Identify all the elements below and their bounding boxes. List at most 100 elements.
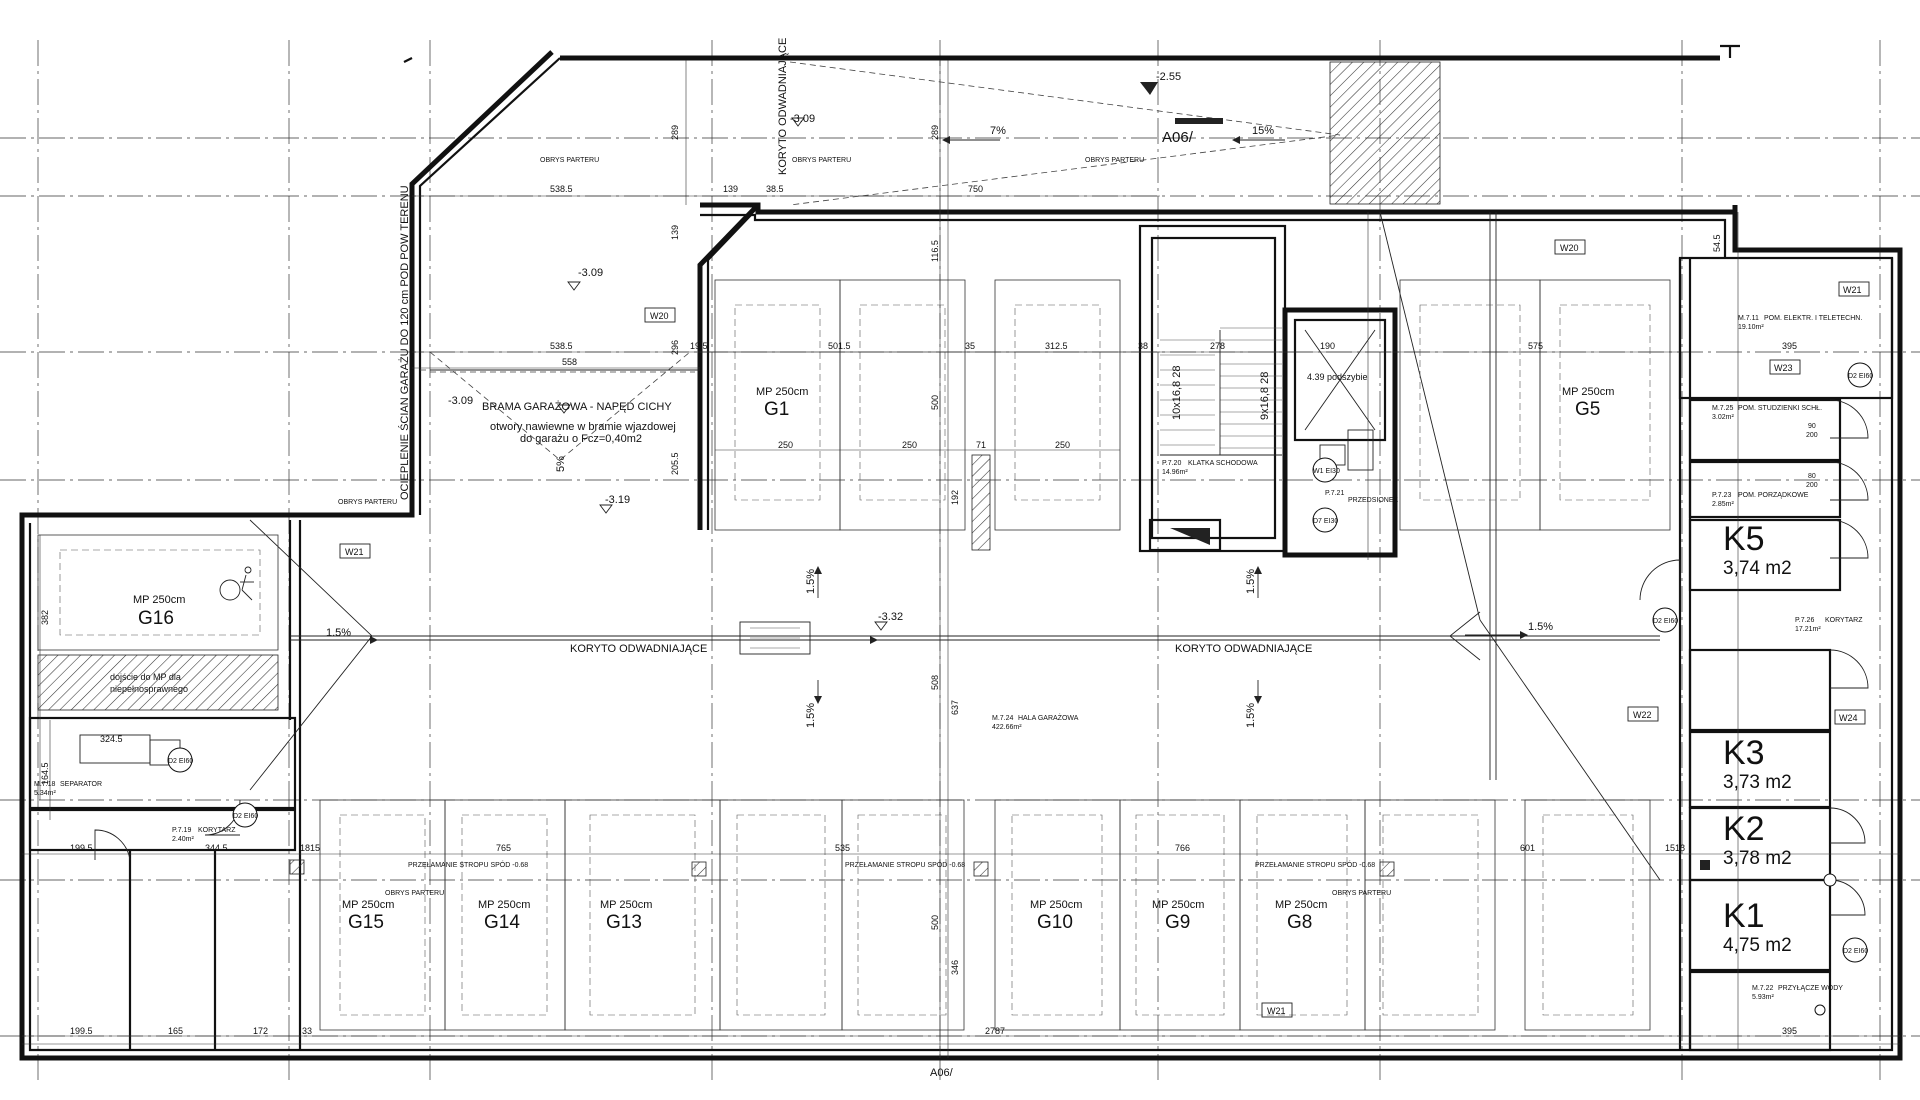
cellar-area: 3,74 m2 xyxy=(1723,558,1792,579)
section-mark-top: A06/ xyxy=(1162,129,1194,146)
dim: 33 xyxy=(302,1026,312,1036)
lift-pit-label: 4.39 podszybie xyxy=(1307,372,1368,382)
bay-size: MP 250cm xyxy=(342,899,394,911)
technical-rooms xyxy=(1639,256,1894,1052)
room-area: 19.10m² xyxy=(1738,324,1764,331)
bay-size: MP 250cm xyxy=(478,899,530,911)
wall-tag: W21 xyxy=(1843,285,1862,295)
dim: 165 xyxy=(168,1026,183,1036)
slab-break-label: PRZEŁAMANIE STROPU SPÓD -0.68 xyxy=(1255,860,1375,869)
wheelchair-icon xyxy=(219,566,254,601)
vent-openings-2: do garażu o Fcz=0,40m2 xyxy=(520,433,642,445)
bay-size: MP 250cm xyxy=(600,899,652,911)
bay-id: G1 xyxy=(764,399,789,420)
dim: 164.5 xyxy=(40,762,50,785)
exterior-walls xyxy=(19,44,1903,1061)
parking-bays xyxy=(37,279,1671,1031)
bay-id: G10 xyxy=(1037,912,1073,933)
bay-size: MP 250cm xyxy=(1275,899,1327,911)
door-tag: D2 EI60 xyxy=(1843,948,1868,955)
room-name: KORYTARZ xyxy=(198,827,236,834)
level-mark: -3.19 xyxy=(605,494,630,506)
dim: 296 xyxy=(670,340,680,355)
outline-label: OBRYS PARTERU xyxy=(385,890,444,897)
ramp-markings xyxy=(420,61,1341,461)
dim: 538.5 xyxy=(550,184,573,194)
accessible-access-2: niepełnosprawnego xyxy=(110,684,188,694)
door-tag: D2 EI60 xyxy=(1848,373,1873,380)
door-tag: D7 EI30 xyxy=(1313,518,1338,525)
door-tags xyxy=(167,362,1873,1016)
room-code: M.7.18 xyxy=(34,781,56,788)
dim: 1518 xyxy=(1665,843,1685,853)
wall-tag: W22 xyxy=(1633,710,1652,720)
koryto-label-right: KORYTO ODWADNIAJĄCE xyxy=(1175,643,1312,655)
stair-spec: 9x16,8 28 xyxy=(1259,372,1271,420)
dim: 205.5 xyxy=(670,452,680,475)
dim: 344.5 xyxy=(205,843,228,853)
room-name: SEPARATOR xyxy=(60,781,102,788)
dim: 172 xyxy=(253,1026,268,1036)
insulation-note: OCIEPLENIE ŚCIAN GARAŻU DO 120 cm POD PO… xyxy=(398,185,411,500)
slope-arrows xyxy=(320,82,1528,704)
koryto-label-left: KORYTO ODWADNIAJĄCE xyxy=(570,643,707,655)
dim: 199.5 xyxy=(70,1026,93,1036)
drainage-channel xyxy=(249,211,1661,881)
dim: 500 xyxy=(930,395,940,410)
cellar-id: K3 xyxy=(1723,734,1765,772)
bay-size: MP 250cm xyxy=(756,386,808,398)
dim: 382 xyxy=(40,610,50,625)
accessible-access-hatch xyxy=(37,654,279,711)
level-mark: -3.32 xyxy=(878,611,903,623)
bay-id: G15 xyxy=(348,912,384,933)
cellar-id: K2 xyxy=(1723,810,1765,848)
dim: 192 xyxy=(950,490,960,505)
hatched-shaft xyxy=(1329,61,1441,205)
level-mark: -3.09 xyxy=(578,267,603,279)
dim: 38 xyxy=(1138,341,1148,351)
room-name: POM. PORZĄDKOWE xyxy=(1738,492,1809,499)
dim: 346 xyxy=(950,960,960,975)
room-name: POM. STUDZIENKI SCHŁ. xyxy=(1738,405,1822,412)
cellar-id: K1 xyxy=(1723,897,1765,935)
cellar-area: 3,73 m2 xyxy=(1723,772,1792,793)
dim: 250 xyxy=(902,440,917,450)
room-code: P.7.26 xyxy=(1795,617,1814,624)
outline-label: OBRYS PARTERU xyxy=(792,157,851,164)
bay-id: G5 xyxy=(1575,399,1600,420)
level-mark: -2.55 xyxy=(1156,71,1181,83)
stair-spec: 10x16,8 28 xyxy=(1171,366,1183,420)
room-code: P.7.19 xyxy=(172,827,191,834)
dim: 508 xyxy=(930,675,940,690)
room-area: 5.93m² xyxy=(1752,994,1774,1001)
dim: 637 xyxy=(950,700,960,715)
dim: 500 xyxy=(930,915,940,930)
slope-label: 5% xyxy=(555,456,567,472)
slope-label: 1.5% xyxy=(805,703,817,728)
room-code: M.7.22 xyxy=(1752,985,1774,992)
bay-id: G8 xyxy=(1287,912,1312,933)
dim: 558 xyxy=(562,357,577,367)
room-area: 5.34m² xyxy=(34,790,56,797)
bay-size: MP 250cm xyxy=(1152,899,1204,911)
room-name: KLATKA SCHODOWA xyxy=(1188,460,1258,467)
door-size: 90 xyxy=(1808,423,1816,430)
cellar-id: K5 xyxy=(1723,520,1765,558)
vent-openings-1: otwory nawiewne w bramie wjazdowej xyxy=(490,421,676,433)
slope-label: 15% xyxy=(1252,125,1274,137)
bay-id: G9 xyxy=(1165,912,1190,933)
bay-id: G13 xyxy=(606,912,642,933)
dim: 765 xyxy=(496,843,511,853)
dim: 35 xyxy=(965,341,975,351)
bay-size: MP 250cm xyxy=(133,594,185,606)
room-code: M.7.11 xyxy=(1738,315,1759,322)
wall-tag: W21 xyxy=(345,547,364,557)
slope-label: 1.5% xyxy=(1245,569,1257,594)
dim: 278 xyxy=(1210,341,1225,351)
dim: 395 xyxy=(1782,1026,1797,1036)
dim: 289 xyxy=(670,125,680,140)
wall-tag: W21 xyxy=(1267,1006,1286,1016)
room-name: HALA GARAŻOWA xyxy=(1018,713,1079,722)
door-tag: W1 EI30 xyxy=(1313,468,1340,475)
dim: 312.5 xyxy=(1045,341,1068,351)
